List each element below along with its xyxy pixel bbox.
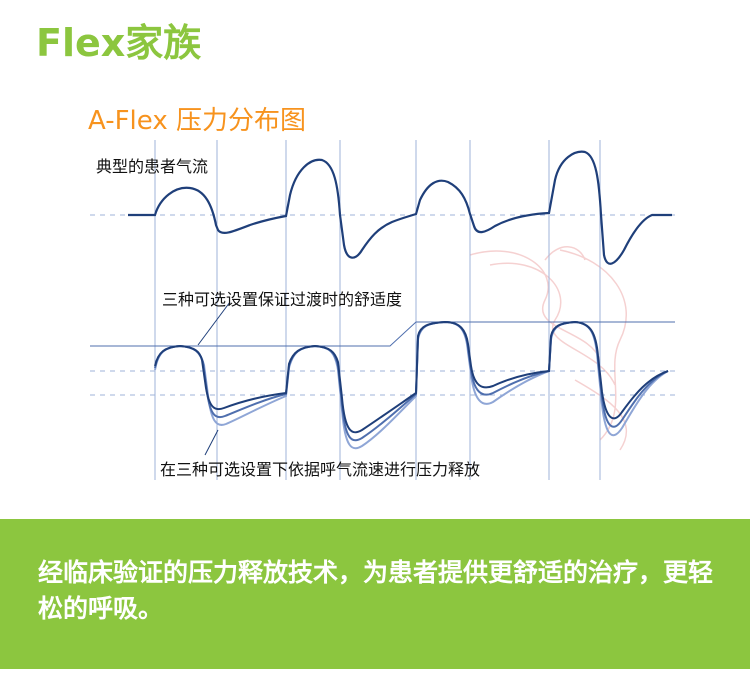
brand-title: Flex家族: [36, 21, 202, 65]
pressure-diagram: [90, 140, 675, 480]
dashed-baselines: [90, 214, 675, 396]
callout-lines: [197, 301, 231, 456]
pressure-level-lines: [90, 321, 675, 347]
release-curve-setting-3: [154, 320, 669, 450]
banner-text: 经临床验证的压力释放技术，为患者提供更舒适的治疗，更轻松的呼吸。: [38, 558, 714, 623]
label-three-settings: 三种可选设置保证过渡时的舒适度: [162, 290, 403, 309]
vertical-gridlines: [154, 140, 601, 480]
release-curve-setting-1: [154, 320, 669, 434]
release-curve-setting-2: [154, 320, 669, 442]
bottom-strip: [0, 669, 750, 683]
label-typical-flow: 典型的患者气流: [96, 157, 209, 176]
phoenix-watermark: [469, 246, 627, 451]
pressure-release-curves: [154, 320, 669, 450]
label-pressure-release: 在三种可选设置下依据呼气流速进行压力释放: [160, 460, 481, 479]
typical-flow-curve: [128, 150, 672, 265]
diagram-title: A-Flex 压力分布图: [88, 106, 306, 136]
green-banner: 经临床验证的压力释放技术，为患者提供更舒适的治疗，更轻松的呼吸。: [0, 519, 750, 669]
